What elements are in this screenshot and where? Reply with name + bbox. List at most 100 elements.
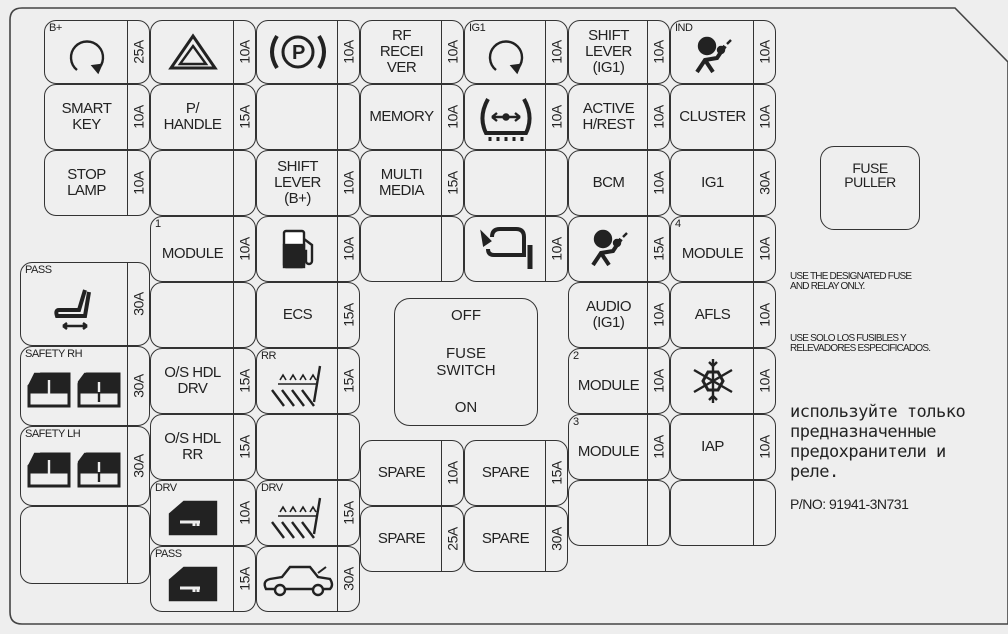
fuse-seat-heater[interactable]: RR 15A: [256, 348, 360, 414]
fuse-shift-lever-ig1[interactable]: SHIFT LEVER (IG1) 10A: [568, 20, 670, 84]
fuse-empty[interactable]: [150, 150, 256, 216]
fuse-label-area: O/S HDL DRV: [151, 349, 234, 413]
fuse-puller[interactable]: FUSE PULLER: [820, 146, 920, 230]
fuse-corner-label: IG1: [469, 22, 486, 34]
fuse-rating: 10A: [441, 441, 463, 505]
fuse-rating-text: 15A: [340, 303, 357, 327]
fuse-snowflake[interactable]: 10A: [670, 348, 776, 414]
fuse-corner-label: DRV: [155, 482, 177, 494]
fuse-rating-text: 30A: [130, 454, 147, 478]
fuse-shift-lever-b[interactable]: SHIFT LEVER (B+)10A: [256, 150, 360, 216]
fuse-empty[interactable]: [464, 150, 568, 216]
fuse-label: SHIFT LEVER (IG1): [585, 27, 632, 76]
fuse-rating-text: 10A: [444, 105, 461, 129]
fuse-empty[interactable]: [360, 216, 464, 282]
fuse-corner-label: SAFETY LH: [25, 428, 81, 440]
fuse-label: MULTI MEDIA: [378, 166, 425, 199]
fuse-active-h-rest[interactable]: ACTIVE H/REST 10A: [568, 84, 670, 150]
fuse-switch-off-label: OFF: [451, 307, 481, 324]
fuse-rating: 15A: [233, 415, 255, 479]
fuse-corner-label: RR: [261, 350, 276, 362]
fuse-label-area: [21, 347, 128, 425]
fuse-empty[interactable]: [20, 506, 150, 584]
fuse-empty[interactable]: [256, 84, 360, 150]
fuse-switch[interactable]: OFF FUSE SWITCH ON: [394, 298, 538, 426]
fuse-audio-ig1[interactable]: AUDIO (IG1)10A: [568, 282, 670, 348]
fuse-rating: 10A: [647, 21, 669, 83]
fuse-car-trunk[interactable]: 30A: [256, 546, 360, 612]
fuse-empty[interactable]: [150, 282, 256, 348]
fuse-rating: 10A: [441, 85, 463, 149]
fuse-rating: 15A: [647, 217, 669, 281]
fuse-rating: 15A: [233, 547, 255, 611]
fuse-safety-window[interactable]: SAFETY LH 30A: [20, 426, 150, 506]
fuse-fuel[interactable]: 10A: [256, 216, 360, 282]
fuse-label-area: [21, 263, 128, 345]
fuse-hazard[interactable]: 10A: [150, 20, 256, 84]
fuse-tire-pressure[interactable]: 10A: [464, 84, 568, 150]
fuse-rating-text: 10A: [650, 171, 667, 195]
fuse-circular-arrow[interactable]: IG1 10A: [464, 20, 568, 84]
fuse-airbag[interactable]: 15A: [568, 216, 670, 282]
fuse-rating: 15A: [337, 349, 359, 413]
fuse-label: P/ HANDLE: [163, 100, 222, 133]
fuse-rating: 10A: [647, 85, 669, 149]
fuse-empty[interactable]: [568, 480, 670, 546]
fuse-corner-label: PASS: [155, 548, 182, 560]
car-trunk-icon: [260, 559, 336, 599]
fuse-rating: 10A: [753, 415, 775, 479]
fuse-rating: 30A: [337, 547, 359, 611]
fuse-label-area: [257, 547, 338, 611]
fuse-label-area: SMART KEY: [45, 85, 128, 149]
door-lock-icon: [166, 498, 220, 536]
fuse-label-area: [569, 481, 648, 545]
fuse-label-area: P: [257, 21, 338, 83]
fuse-label-area: [257, 217, 338, 281]
fuse-label: MODULE: [681, 245, 744, 262]
fuse-rating: 10A: [127, 151, 149, 215]
fuse-label-area: O/S HDL RR: [151, 415, 234, 479]
fuse-label-area: [21, 507, 128, 583]
fuse-rating-text: 10A: [548, 40, 565, 64]
fuse-rating-text: 10A: [756, 435, 773, 459]
fuse-rating-text: 15A: [236, 435, 253, 459]
fuse-door-lock[interactable]: PASS 15A: [150, 546, 256, 612]
fuse-empty[interactable]: [256, 414, 360, 480]
fuse-rating: 10A: [545, 217, 567, 281]
fuse-label-area: SPARE: [361, 507, 442, 571]
fuse-empty[interactable]: [670, 480, 776, 546]
fuse-corner-label: IND: [675, 22, 693, 34]
fuse-mirror-fold[interactable]: 10A: [464, 216, 568, 282]
fuse-label-area: [151, 151, 234, 215]
fuse-label: ACTIVE H/REST: [582, 100, 635, 133]
fuse-circular-arrow[interactable]: B+25A: [44, 20, 150, 84]
